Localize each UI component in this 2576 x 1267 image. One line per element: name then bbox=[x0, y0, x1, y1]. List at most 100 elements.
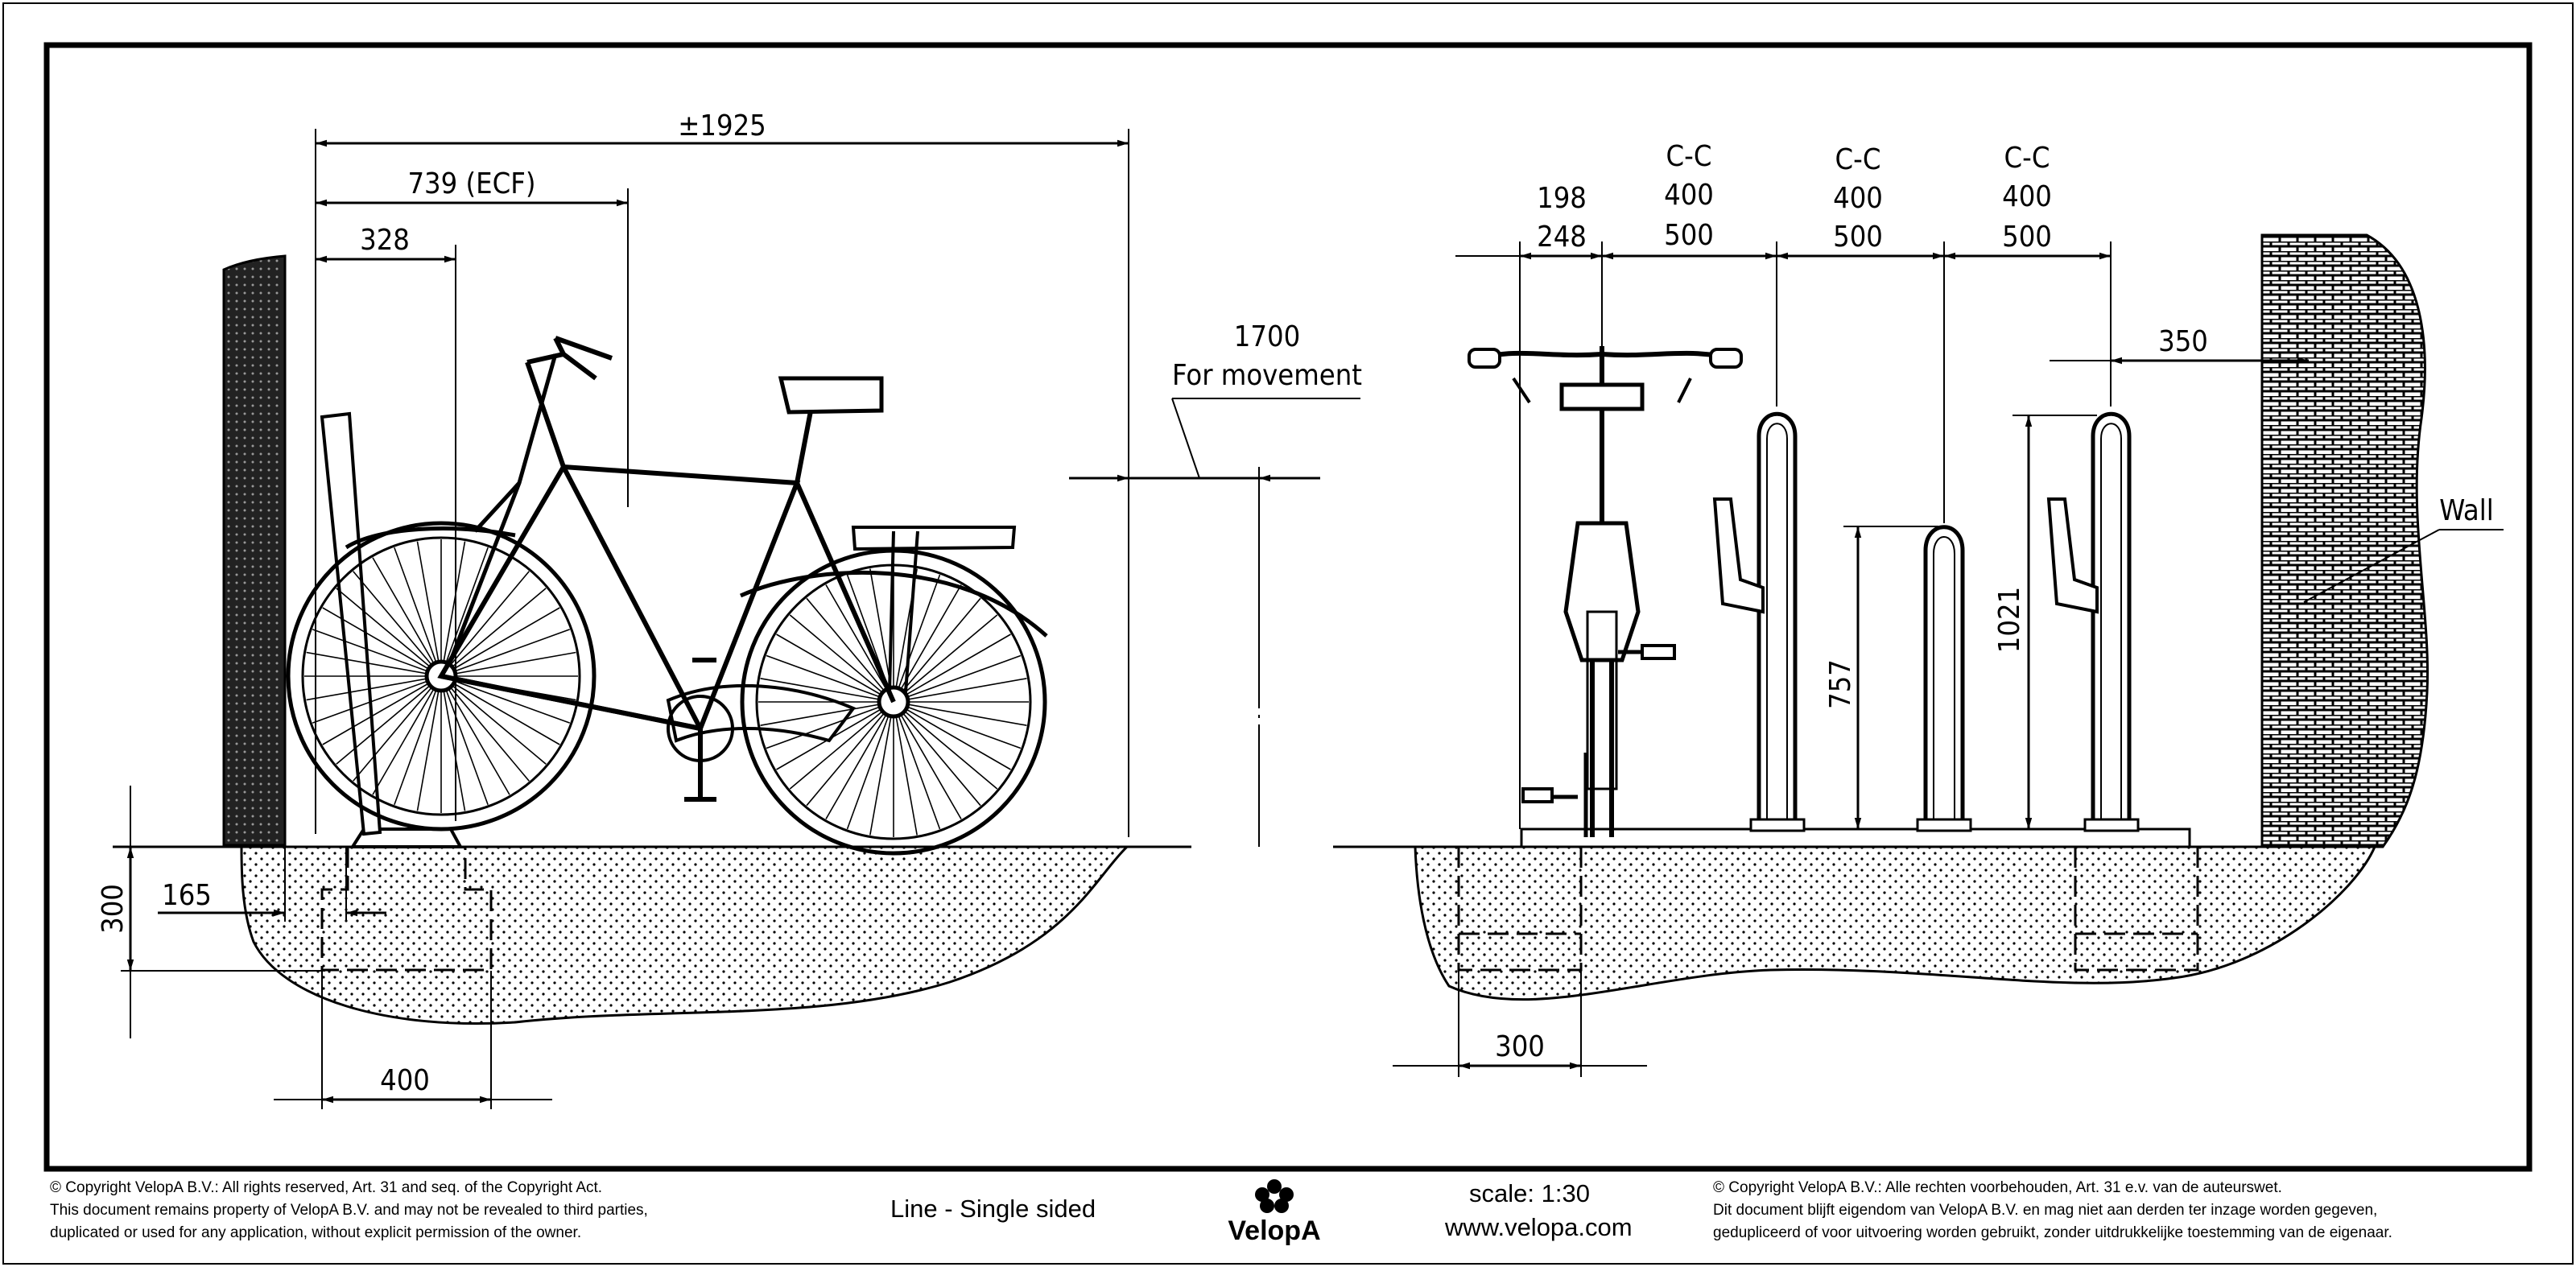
spoke bbox=[322, 607, 442, 677]
spoke bbox=[893, 701, 941, 830]
spoke bbox=[893, 634, 1011, 703]
spoke bbox=[806, 701, 894, 807]
dim-total-length: ±1925 bbox=[678, 109, 766, 142]
spoke bbox=[893, 678, 1027, 703]
brick-wall bbox=[2260, 233, 2429, 848]
spoke bbox=[440, 675, 466, 811]
frame-front bbox=[1563, 521, 1641, 662]
saddle bbox=[778, 376, 884, 415]
copyright-en-line2: This document remains property of VelopA… bbox=[50, 1202, 648, 1219]
spoke bbox=[353, 571, 442, 677]
dim-edge-bottom: 248 bbox=[1537, 221, 1587, 254]
dim-movement-label: For movement bbox=[1172, 359, 1362, 392]
dim-high-height: 1021 bbox=[1993, 587, 2026, 653]
drawing-title: Line - Single sided bbox=[890, 1195, 1096, 1223]
front-spokes bbox=[758, 567, 1029, 837]
spoke bbox=[394, 547, 442, 677]
mudguard-rear bbox=[345, 526, 516, 550]
spoke bbox=[440, 547, 489, 677]
spoke bbox=[893, 701, 981, 807]
wall-label: Wall bbox=[2439, 494, 2494, 527]
brand-name: VelopA bbox=[1228, 1215, 1321, 1246]
front-view: 198 248 C-C 400 500 C-C 400 500 C-C 400 … bbox=[1333, 140, 2504, 1077]
copyright-nl-line3: gedupliceerd of voor uitvoering worden g… bbox=[1713, 1224, 2392, 1241]
dim-wall-gap: 165 bbox=[162, 879, 212, 912]
spoke bbox=[893, 597, 981, 703]
spoke bbox=[440, 675, 571, 724]
spoke bbox=[353, 675, 442, 782]
spoke bbox=[440, 675, 489, 806]
rear-spokes bbox=[304, 539, 578, 813]
spoke bbox=[766, 701, 894, 749]
spoke bbox=[806, 597, 894, 703]
spoke bbox=[776, 634, 894, 703]
scale-text: scale: 1:30 bbox=[1469, 1179, 1590, 1207]
dim-cc-label-1: C-C bbox=[1666, 140, 1712, 173]
spoke bbox=[394, 675, 442, 806]
dim-cc-low-1: 400 bbox=[1664, 179, 1714, 212]
spoke bbox=[312, 675, 442, 724]
dim-rack-offset: 328 bbox=[360, 224, 410, 257]
spoke bbox=[789, 614, 894, 703]
dim-low-height: 757 bbox=[1824, 659, 1857, 709]
wheel-front-view bbox=[1590, 660, 1614, 837]
spoke bbox=[893, 701, 918, 836]
spoke bbox=[440, 675, 510, 795]
spoke bbox=[893, 701, 1011, 770]
spoke bbox=[416, 675, 442, 811]
copyright-nl: © Copyright VelopA B.V.: Alle rechten vo… bbox=[1713, 1177, 2566, 1244]
spoke bbox=[893, 701, 1027, 726]
foundation-front-left bbox=[1457, 847, 1583, 972]
mudguard-front bbox=[739, 570, 1048, 638]
spoke bbox=[893, 701, 998, 790]
spoke bbox=[760, 701, 894, 726]
wall-side bbox=[222, 254, 287, 847]
spoke bbox=[893, 654, 1022, 703]
foundation-side bbox=[320, 847, 493, 972]
ground-section-front bbox=[1414, 845, 2377, 1001]
dim-edge-top: 198 bbox=[1537, 182, 1587, 215]
spoke bbox=[825, 701, 894, 819]
spoke bbox=[306, 651, 442, 677]
spoke bbox=[336, 588, 442, 677]
spoke bbox=[416, 541, 442, 677]
dim-foundation-height: 300 bbox=[97, 884, 130, 934]
spoke bbox=[440, 675, 547, 765]
carrier bbox=[851, 526, 1017, 551]
spoke bbox=[372, 675, 442, 795]
dim-foundation-width-side: 400 bbox=[380, 1064, 430, 1097]
dim-wall-distance: 350 bbox=[2158, 325, 2208, 358]
spoke bbox=[440, 675, 560, 745]
spoke bbox=[825, 584, 894, 703]
rear-wheel bbox=[286, 521, 597, 832]
copyright-en: © Copyright VelopA B.V.: All rights rese… bbox=[50, 1177, 887, 1244]
spoke bbox=[893, 701, 962, 819]
website-link[interactable]: www.velopa.com bbox=[1445, 1213, 1633, 1241]
handlebar bbox=[526, 336, 613, 381]
velopa-logo-icon bbox=[1255, 1179, 1294, 1213]
copyright-en-line3: duplicated or used for any application, … bbox=[50, 1224, 582, 1241]
spoke bbox=[440, 541, 466, 677]
spoke bbox=[789, 701, 894, 790]
spoke bbox=[893, 614, 998, 703]
dim-cc-low-2: 400 bbox=[1833, 182, 1883, 215]
spoke bbox=[372, 557, 442, 677]
rack-rail bbox=[1520, 827, 2191, 848]
bicycle-front bbox=[1468, 346, 1743, 837]
dim-movement-value: 1700 bbox=[1234, 320, 1300, 353]
handlebar-front bbox=[1472, 350, 1740, 363]
spoke bbox=[322, 675, 442, 745]
spoke bbox=[440, 588, 547, 677]
dim-cc-high-2: 500 bbox=[1833, 221, 1883, 254]
dim-cc-low-3: 400 bbox=[2002, 180, 2052, 213]
spoke bbox=[440, 607, 560, 677]
spoke bbox=[893, 701, 1022, 749]
scale-block: scale: 1:30 www.velopa.com bbox=[1445, 1177, 1633, 1244]
ground-section-side bbox=[240, 845, 1130, 1026]
spoke bbox=[766, 654, 894, 703]
spoke bbox=[336, 675, 442, 765]
spoke bbox=[869, 701, 894, 836]
bicycle-side bbox=[286, 336, 1048, 856]
